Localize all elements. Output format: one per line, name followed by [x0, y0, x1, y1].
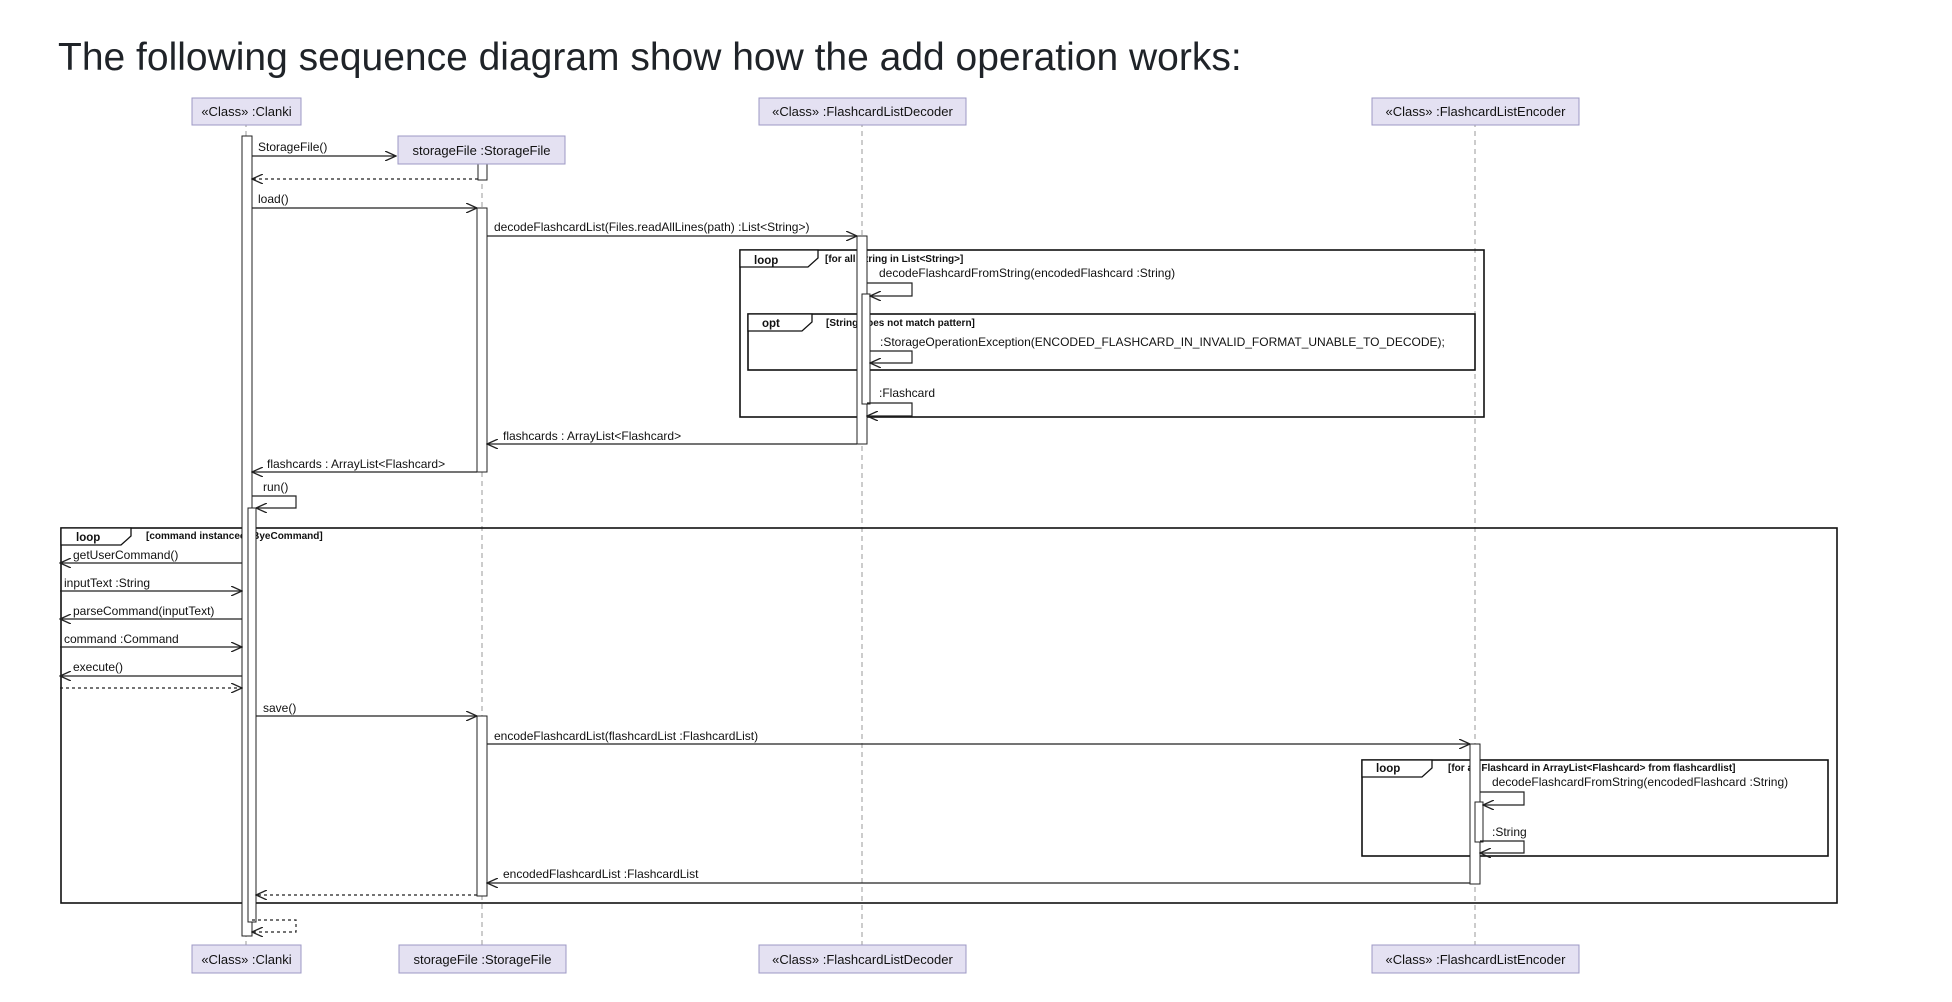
message-label: :StorageOperationException(ENCODED_FLASH… [880, 335, 1445, 349]
participant-label: «Class» :Clanki [201, 104, 291, 119]
message-label: decodeFlashcardList(Files.readAllLines(p… [494, 220, 810, 234]
participant-label: storageFile :StorageFile [412, 143, 550, 158]
activation-encoder-inner [1474, 801, 1484, 843]
arrow-flashcard [867, 402, 913, 416]
fragment-loop-flashcards: loop [for all Flashcard in ArrayList<Fla… [1361, 759, 1829, 857]
participant-decoder-bottom: «Class» :FlashcardListDecoder [758, 944, 967, 974]
message-label: :Flashcard [879, 386, 935, 400]
activation-decoder-inner [861, 293, 871, 405]
participant-label: storageFile :StorageFile [413, 952, 551, 967]
participant-storage-file-top: storageFile :StorageFile [397, 135, 566, 165]
arrow-decode-from-string [867, 282, 913, 296]
participant-label: «Class» :FlashcardListDecoder [772, 952, 953, 967]
loop-tag: loop [1376, 763, 1400, 775]
participant-storage-file-bottom: storageFile :StorageFile [398, 944, 567, 974]
opt-condition: [String does not match pattern] [826, 318, 975, 329]
fragment-opt-pattern: opt [String does not match pattern] [747, 313, 1476, 371]
message-label: :String [1492, 825, 1527, 839]
arrow-run-return [252, 919, 297, 932]
activation-storage-load [476, 207, 488, 473]
message-label: flashcards : ArrayList<Flashcard> [503, 429, 681, 443]
participant-label: «Class» :FlashcardListEncoder [1386, 952, 1567, 967]
message-label: inputText :String [64, 576, 150, 590]
arrow-storage-exception [870, 350, 913, 363]
activation-storage-create [477, 163, 488, 181]
message-label: encodedFlashcardList :FlashcardList [503, 867, 699, 881]
message-label: flashcards : ArrayList<Flashcard> [267, 457, 445, 471]
message-label: decodeFlashcardFromString(encodedFlashca… [879, 266, 1175, 280]
activation-clanki-run [247, 507, 257, 923]
arrow-run [252, 495, 297, 508]
message-label: execute() [73, 660, 123, 674]
message-label: save() [263, 701, 296, 715]
participant-label: «Class» :Clanki [201, 952, 291, 967]
loop-condition: [for all String in List<String>] [825, 254, 963, 265]
participant-encoder-top: «Class» :FlashcardListEncoder [1371, 97, 1580, 126]
opt-tag: opt [762, 318, 780, 330]
message-label: parseCommand(inputText) [73, 604, 214, 618]
message-label: load() [258, 192, 289, 206]
participant-encoder-bottom: «Class» :FlashcardListEncoder [1371, 944, 1580, 974]
fragment-loop-commands: loop [command instanceof ByeCommand] [60, 527, 1838, 904]
participant-decoder-top: «Class» :FlashcardListDecoder [758, 97, 967, 126]
loop-tag: loop [754, 255, 778, 267]
message-label: getUserCommand() [73, 548, 178, 562]
loop-condition: [command instanceof ByeCommand] [146, 531, 323, 542]
participant-clanki-bottom: «Class» :Clanki [191, 944, 302, 974]
participant-label: «Class» :FlashcardListDecoder [772, 104, 953, 119]
fragment-loop-strings: loop [for all String in List<String>] [739, 249, 1485, 418]
participant-label: «Class» :FlashcardListEncoder [1386, 104, 1567, 119]
message-label: StorageFile() [258, 140, 327, 154]
page-title: The following sequence diagram show how … [58, 36, 1242, 79]
loop-condition: [for all Flashcard in ArrayList<Flashcar… [1448, 763, 1736, 774]
activation-storage-save [476, 715, 488, 897]
loop-tag: loop [76, 532, 100, 544]
message-label: command :Command [64, 632, 179, 646]
participant-clanki-top: «Class» :Clanki [191, 97, 302, 126]
message-label: decodeFlashcardFromString(encodedFlashca… [1492, 775, 1788, 789]
arrow-decode-from-string2 [1480, 791, 1525, 805]
message-label: run() [263, 480, 288, 494]
message-label: encodeFlashcardList(flashcardList :Flash… [494, 729, 758, 743]
arrow-string-return [1480, 840, 1525, 853]
